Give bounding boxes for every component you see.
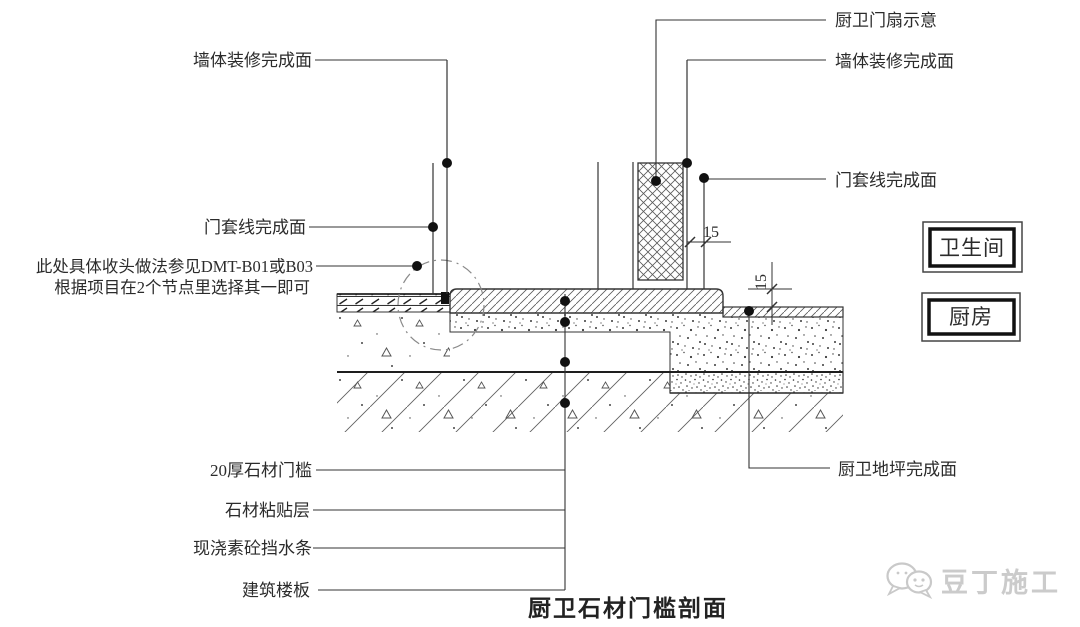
kitchen-floor-strip (722, 306, 844, 318)
room-tag-kitchen: 厨房 (921, 292, 1021, 342)
label-note-line1: 此处具体收头做法参见DMT-B01或B03 (36, 257, 313, 276)
dim-15-door: 15 (703, 224, 719, 241)
bathroom-tile-strip (336, 293, 451, 313)
stone-threshold (449, 288, 724, 314)
label-stone-threshold: 20厚石材门槛 (210, 461, 312, 480)
label-note-line2: 根据项目在2个节点里选择其一即可 (54, 278, 310, 297)
label-structural-slab: 建筑楼板 (242, 581, 310, 600)
watermark-text: 豆丁施工 (941, 568, 1061, 598)
wall-door-lines (432, 60, 705, 294)
label-wall-finish-left: 墙体装修完成面 (193, 51, 312, 70)
sealant-joint (441, 292, 449, 304)
floor-structure (336, 259, 844, 432)
label-door-casing-right: 门套线完成面 (835, 171, 937, 190)
mascot-icon (886, 562, 933, 600)
dimension-floor-step: 15 (748, 262, 792, 325)
detail-reference-circle (397, 259, 485, 351)
room-tag-bathroom: 卫生间 (922, 221, 1023, 273)
callout-labels: 墙体装修完成面 门套线完成面 此处具体收头做法参见DMT-B01或B03 根据项… (36, 11, 957, 600)
leader-dots (412, 158, 754, 408)
dim-15-floor: 15 (753, 274, 770, 290)
dimension-casing-offset: 15 (684, 224, 731, 248)
bathroom-label: 卫生间 (939, 236, 1005, 260)
structural-slab-texture (337, 372, 843, 432)
label-wall-finish-right: 墙体装修完成面 (835, 52, 954, 71)
label-kitchen-floor: 厨卫地坪完成面 (838, 460, 957, 479)
label-door-leaf: 厨卫门扇示意 (835, 11, 937, 30)
leader-lines (309, 19, 830, 591)
label-concrete-waterstop: 现浇素砼挡水条 (193, 539, 312, 558)
label-door-casing-left: 门套线完成面 (204, 218, 306, 237)
watermark: 豆丁施工 (886, 562, 1061, 600)
dense-screed-band (669, 371, 844, 394)
drawing-title: 厨卫石材门槛剖面 (528, 595, 728, 621)
bathroom-underlayer (337, 312, 450, 372)
concrete-waterstop-zone (450, 332, 670, 372)
kitchen-label: 厨房 (949, 305, 993, 329)
label-stone-adhesive: 石材粘贴层 (225, 501, 310, 520)
